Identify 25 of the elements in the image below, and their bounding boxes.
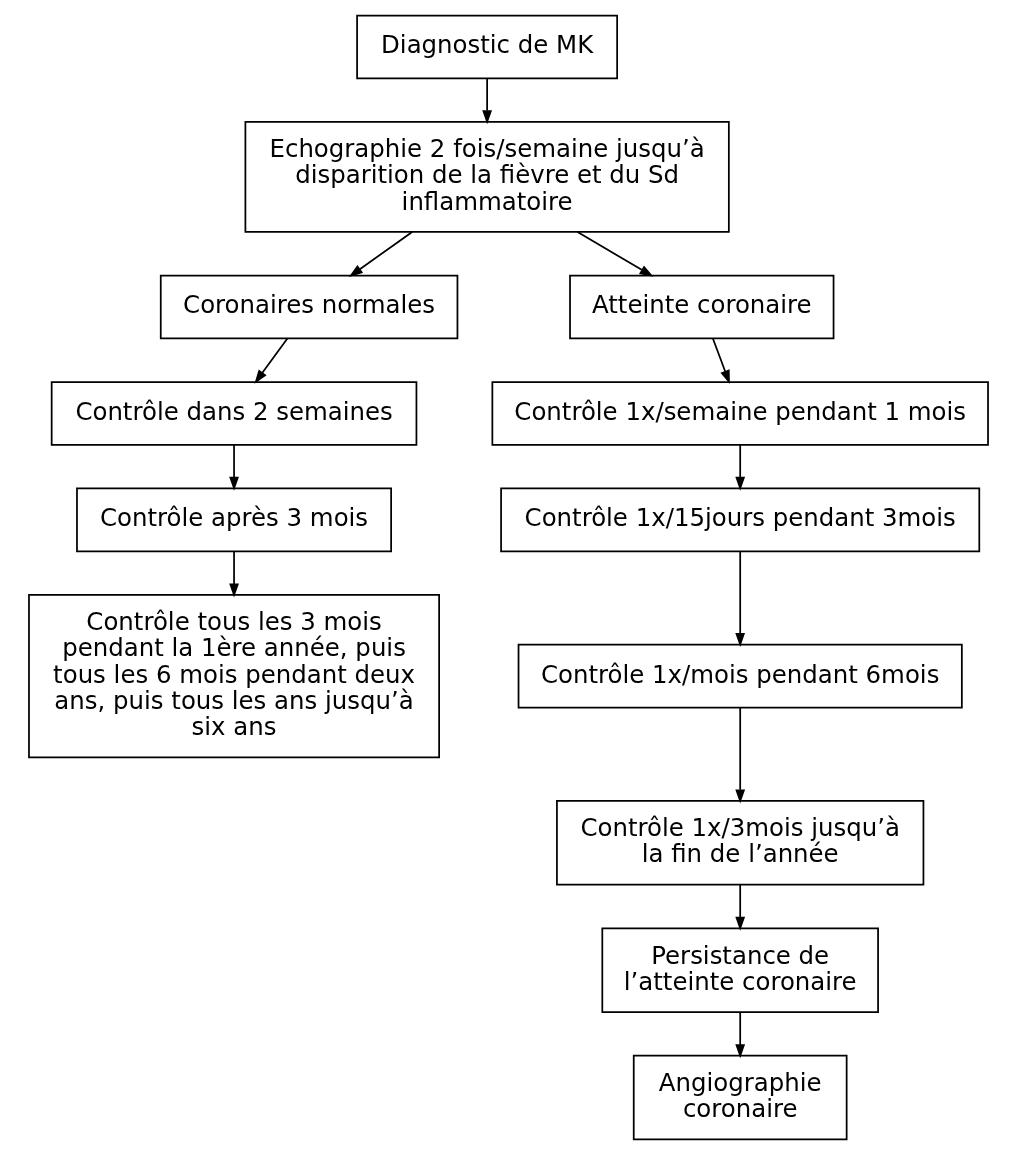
arrow [228, 444, 239, 491]
node-box: Persistance de l’atteinte coronaire [600, 927, 879, 1013]
node-box: Contrôle après 3 mois [75, 487, 392, 553]
node-box: Coronaires normales [159, 274, 458, 340]
arrow [734, 706, 745, 804]
arrow [576, 231, 654, 277]
node-box: Contrôle tous les 3 mois pendant la 1ère année, puis tous les 6 mois pendant deux ans, puis tous les ans jusqu’à six ans [27, 594, 440, 759]
node-box: Atteinte coronaire [568, 274, 834, 340]
arrow [711, 337, 730, 385]
node-box: Contrôle 1x/3mois jusqu’à la fin de l’année [555, 800, 924, 886]
arrow [734, 444, 745, 491]
arrow [734, 1011, 745, 1059]
node-box: Contrôle 1x/mois pendant 6mois [517, 643, 963, 709]
arrow [253, 337, 288, 384]
node-box: Angiographie coronaire [632, 1054, 848, 1141]
node-box: Diagnostic de MK [355, 14, 618, 80]
arrow [734, 884, 745, 931]
node-box: Contrôle 1x/15jours pendant 3mois [499, 487, 980, 553]
node-box: Contrôle 1x/semaine pendant 1 mois [491, 381, 989, 446]
arrow [734, 550, 745, 647]
node-box: Echographie 2 fois/semaine jusqu’à disparition de la fièvre et du Sd inflammatoire [244, 121, 730, 233]
node-box: Contrôle dans 2 semaines [50, 381, 417, 446]
arrow [481, 77, 492, 125]
arrow [348, 231, 413, 277]
arrow [228, 550, 239, 598]
